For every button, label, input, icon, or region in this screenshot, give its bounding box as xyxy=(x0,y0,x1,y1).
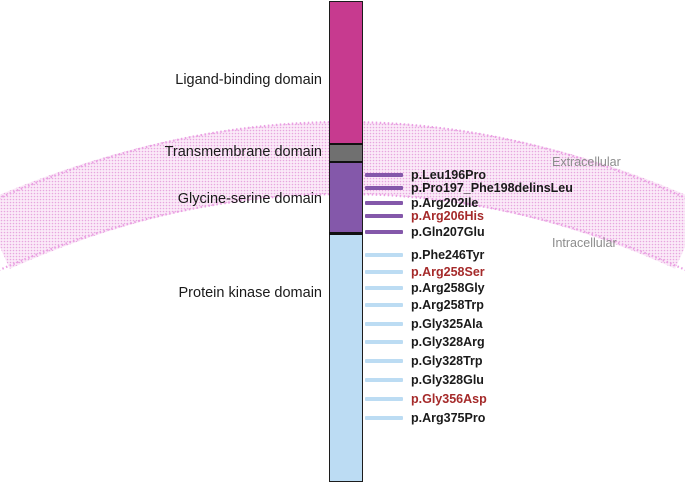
mutation-tick xyxy=(365,416,403,420)
mutation-label: p.Arg375Pro xyxy=(411,411,486,425)
mutation-tick xyxy=(365,214,403,218)
mutation-label: p.Gly328Trp xyxy=(411,354,483,368)
intracellular-label: Intracellular xyxy=(552,236,617,250)
mutation-label: p.Arg258Gly xyxy=(411,281,485,295)
mutation-tick xyxy=(365,359,403,363)
mutation-tick xyxy=(365,270,403,274)
protein-kinase-segment xyxy=(329,235,363,482)
mutation-tick xyxy=(365,397,403,401)
mutation-tick xyxy=(365,230,403,234)
mutation-tick xyxy=(365,201,403,205)
mutation-tick xyxy=(365,322,403,326)
mutation-label: p.Arg258Ser xyxy=(411,265,485,279)
mutation-label: p.Gly325Ala xyxy=(411,317,483,331)
mutation-label: p.Gly328Arg xyxy=(411,335,485,349)
mutation-tick xyxy=(365,173,403,177)
mutation-label: p.Pro197_Phe198delinsLeu xyxy=(411,181,573,195)
transmembrane-segment xyxy=(329,145,363,162)
mutation-label: p.Arg258Trp xyxy=(411,298,484,312)
glycine-serine-domain-label: Glycine-serine domain xyxy=(177,191,322,207)
mutation-label: p.Phe246Tyr xyxy=(411,248,485,262)
mutation-label: p.Leu196Pro xyxy=(411,168,487,182)
segment-divider xyxy=(329,161,363,163)
mutation-label: p.Arg202Ile xyxy=(411,196,479,210)
mutation-tick xyxy=(365,340,403,344)
mutation-label: p.Gln207Glu xyxy=(411,225,485,239)
transmembrane-domain-label: Transmembrane domain xyxy=(164,144,322,160)
protein-kinase-domain-label: Protein kinase domain xyxy=(178,285,322,301)
mutation-tick xyxy=(365,378,403,382)
mutation-tick xyxy=(365,186,403,190)
extracellular-label: Extracellular xyxy=(552,155,621,169)
ligand-binding-domain-label: Ligand-binding domain xyxy=(175,72,322,88)
ligand-binding-segment xyxy=(329,1,363,144)
mutation-tick xyxy=(365,253,403,257)
segment-divider xyxy=(329,232,363,235)
mutation-label: p.Gly328Glu xyxy=(411,373,484,387)
mutation-label: p.Gly356Asp xyxy=(411,392,487,406)
mutation-tick xyxy=(365,286,403,290)
mutation-tick xyxy=(365,303,403,307)
segment-divider xyxy=(329,143,363,145)
mutation-label: p.Arg206His xyxy=(411,209,484,223)
glycine-serine-segment xyxy=(329,163,363,233)
